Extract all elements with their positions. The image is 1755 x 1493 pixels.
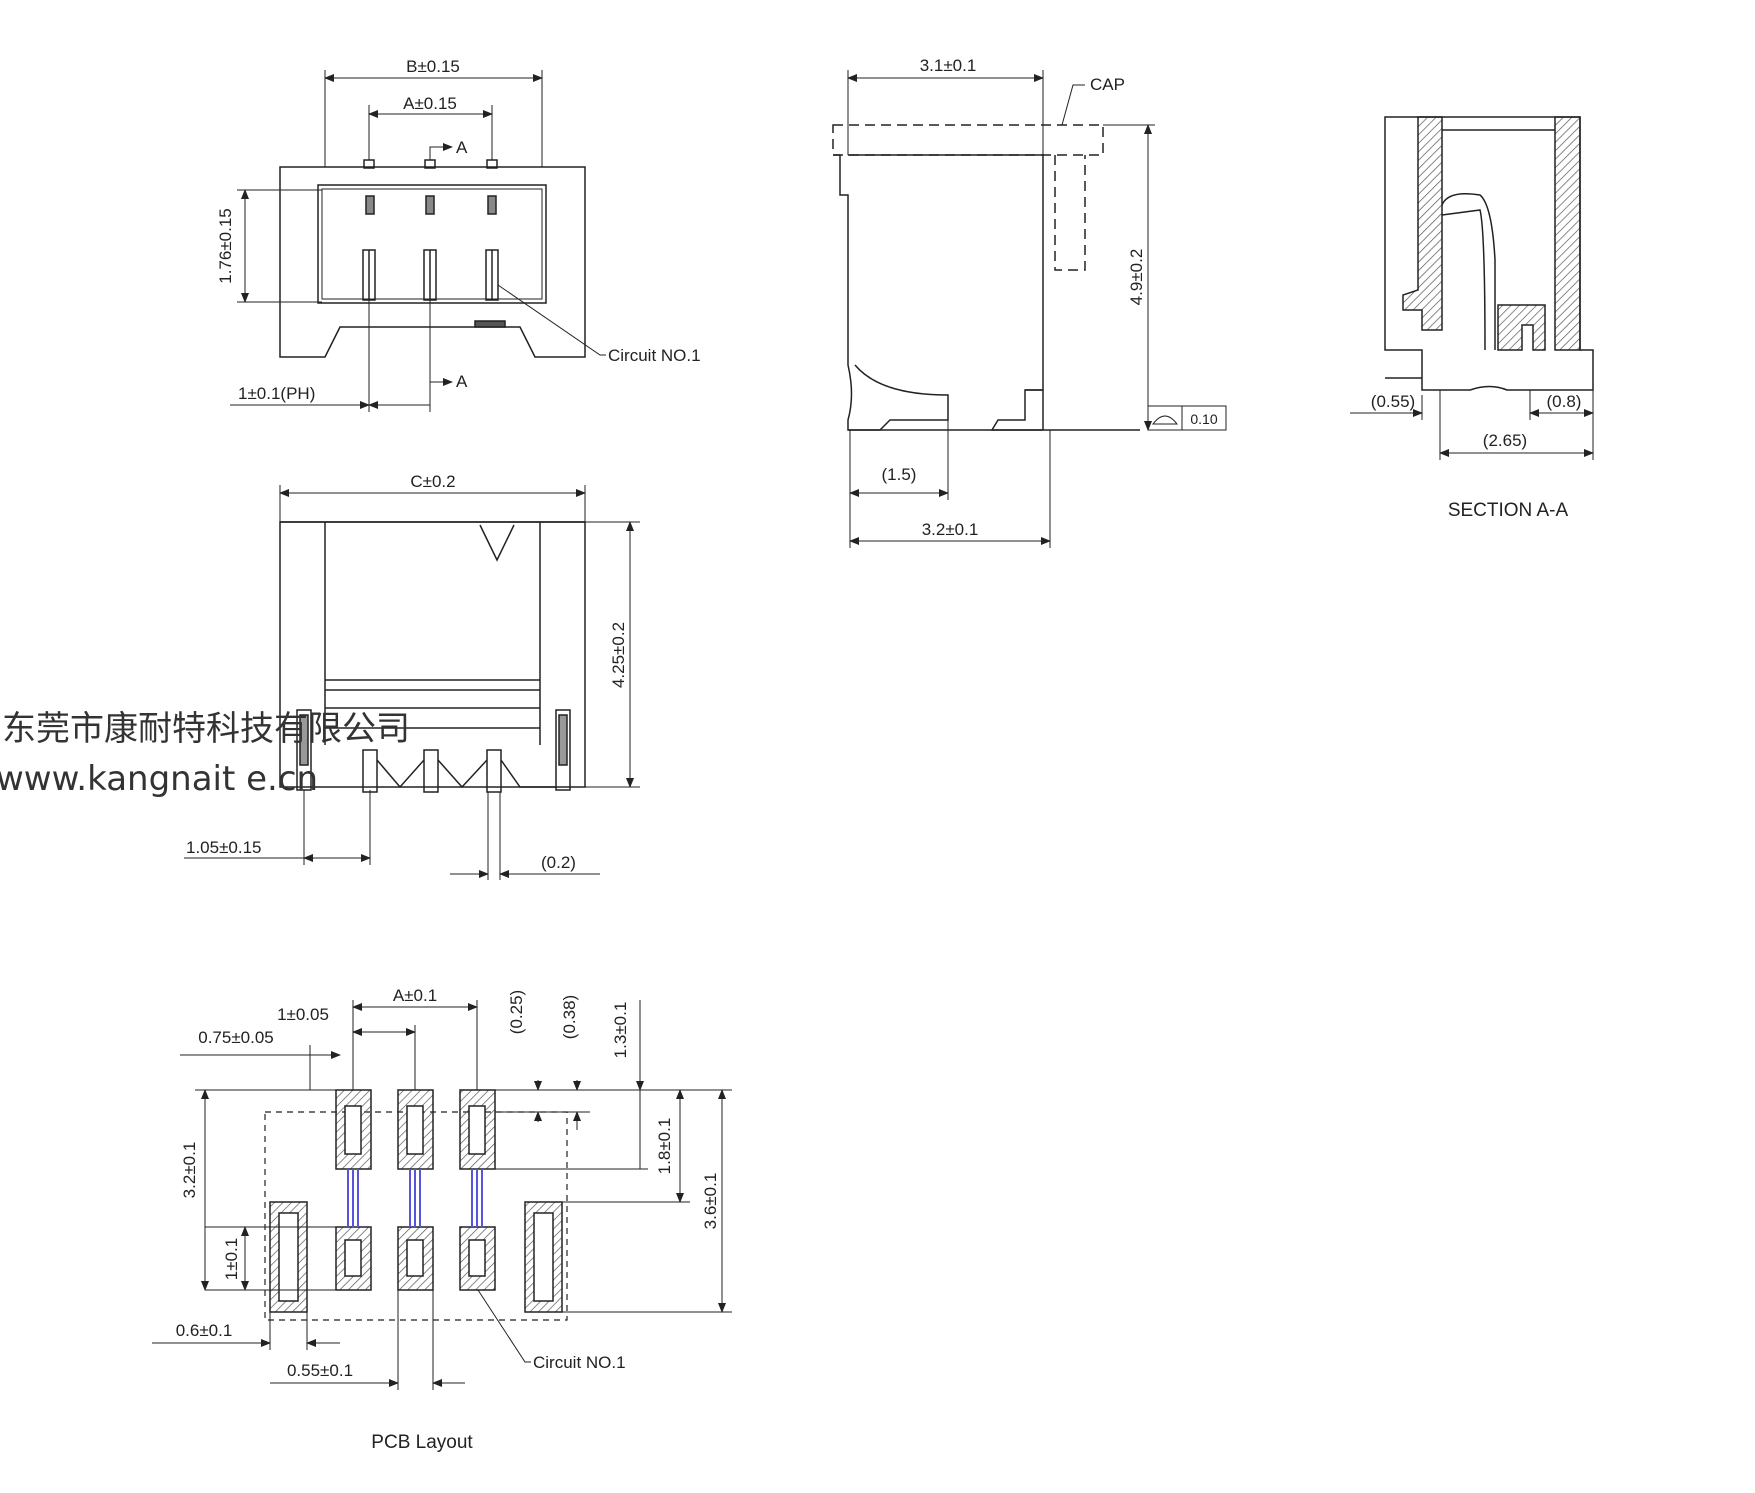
top-view-housing	[279, 166, 586, 358]
section-hatch-mid	[1497, 304, 1546, 351]
watermark-company: 东莞市康耐特科技有限公司	[2, 709, 410, 749]
side-dim-bottom: 3.2±0.1	[922, 520, 979, 539]
pcb-circuit-label: Circuit NO.1	[533, 1353, 626, 1372]
watermark-url: www.kangnait e.cn	[0, 759, 318, 799]
front-view-text: C±0.2 4.25±0.2 1.05±0.15 (0.2)	[186, 472, 628, 872]
front-view	[184, 485, 640, 880]
top-dim-a: A±0.15	[403, 94, 457, 113]
pcb-layout	[152, 1000, 732, 1390]
side-view	[832, 70, 1227, 548]
pcb-layout-text: A±0.1 1±0.05 0.75±0.05 (0.25) (0.38) 1.3…	[176, 986, 720, 1453]
front-dim-height: 4.25±0.2	[609, 622, 628, 688]
top-view	[230, 70, 606, 412]
section-title: SECTION A-A	[1448, 500, 1569, 521]
top-view-pins	[362, 159, 499, 301]
section-dim-left: (0.55)	[1371, 392, 1415, 411]
flatness-value: 0.10	[1190, 411, 1217, 427]
pcb-pin-traces	[347, 1169, 483, 1227]
top-dim-pitch: 1±0.1(PH)	[238, 384, 315, 403]
front-dim-offset: 1.05±0.15	[186, 838, 262, 857]
section-hatch-right	[1554, 116, 1581, 351]
section-hatch-left	[1402, 116, 1443, 331]
section-dim-total: (2.65)	[1483, 431, 1527, 450]
pcb-top-pads	[335, 1089, 496, 1170]
side-dim-foot: (1.5)	[882, 465, 917, 484]
side-dim-height: 4.9±0.2	[1127, 249, 1146, 306]
section-view	[1350, 116, 1594, 460]
section-mark-top: A	[456, 138, 468, 157]
watermark: 东莞市康耐特科技有限公司 www.kangnait e.cn	[0, 709, 410, 799]
section-mark-bottom: A	[456, 372, 468, 391]
pcb-dim-025: (0.25)	[507, 990, 526, 1034]
pcb-dim-055: 0.55±0.1	[287, 1361, 353, 1380]
pcb-dim-pad-width: 0.75±0.05	[198, 1028, 274, 1047]
pcb-bottom-pads	[335, 1226, 496, 1291]
pcb-dim-13: 1.3±0.1	[611, 1002, 630, 1059]
top-dim-height: 1.76±0.15	[216, 208, 235, 284]
pcb-dim-a: A±0.1	[393, 986, 437, 1005]
pcb-title: PCB Layout	[371, 1432, 473, 1453]
top-circuit-label: Circuit NO.1	[608, 346, 701, 365]
pcb-dim-1: 1±0.1	[222, 1238, 241, 1280]
side-view-text: 3.1±0.1 CAP 4.9±0.2 0.10 (1.5) 3.2±0.1	[882, 56, 1218, 539]
top-view-text: B±0.15 A±0.15 A A 1.76±0.15 1±0.1(PH) Ci…	[216, 57, 701, 403]
pcb-dim-18: 1.8±0.1	[655, 1118, 674, 1175]
pcb-outline	[264, 1111, 568, 1321]
cap-label: CAP	[1090, 75, 1125, 94]
front-dim-lead: (0.2)	[541, 853, 576, 872]
pcb-dim-038: (0.38)	[560, 995, 579, 1039]
section-view-text: (0.55) (0.8) (2.65) SECTION A-A	[1371, 392, 1582, 521]
front-dim-c: C±0.2	[410, 472, 455, 491]
top-dim-b: B±0.15	[406, 57, 460, 76]
pcb-dim-36: 3.6±0.1	[701, 1173, 720, 1230]
side-dim-top: 3.1±0.1	[920, 56, 977, 75]
top-view-cavity	[317, 184, 547, 304]
pcb-dim-pitch: 1±0.05	[277, 1005, 329, 1024]
section-dim-right: (0.8)	[1547, 392, 1582, 411]
pcb-dim-06: 0.6±0.1	[176, 1321, 233, 1340]
pcb-dim-32: 3.2±0.1	[180, 1142, 199, 1199]
